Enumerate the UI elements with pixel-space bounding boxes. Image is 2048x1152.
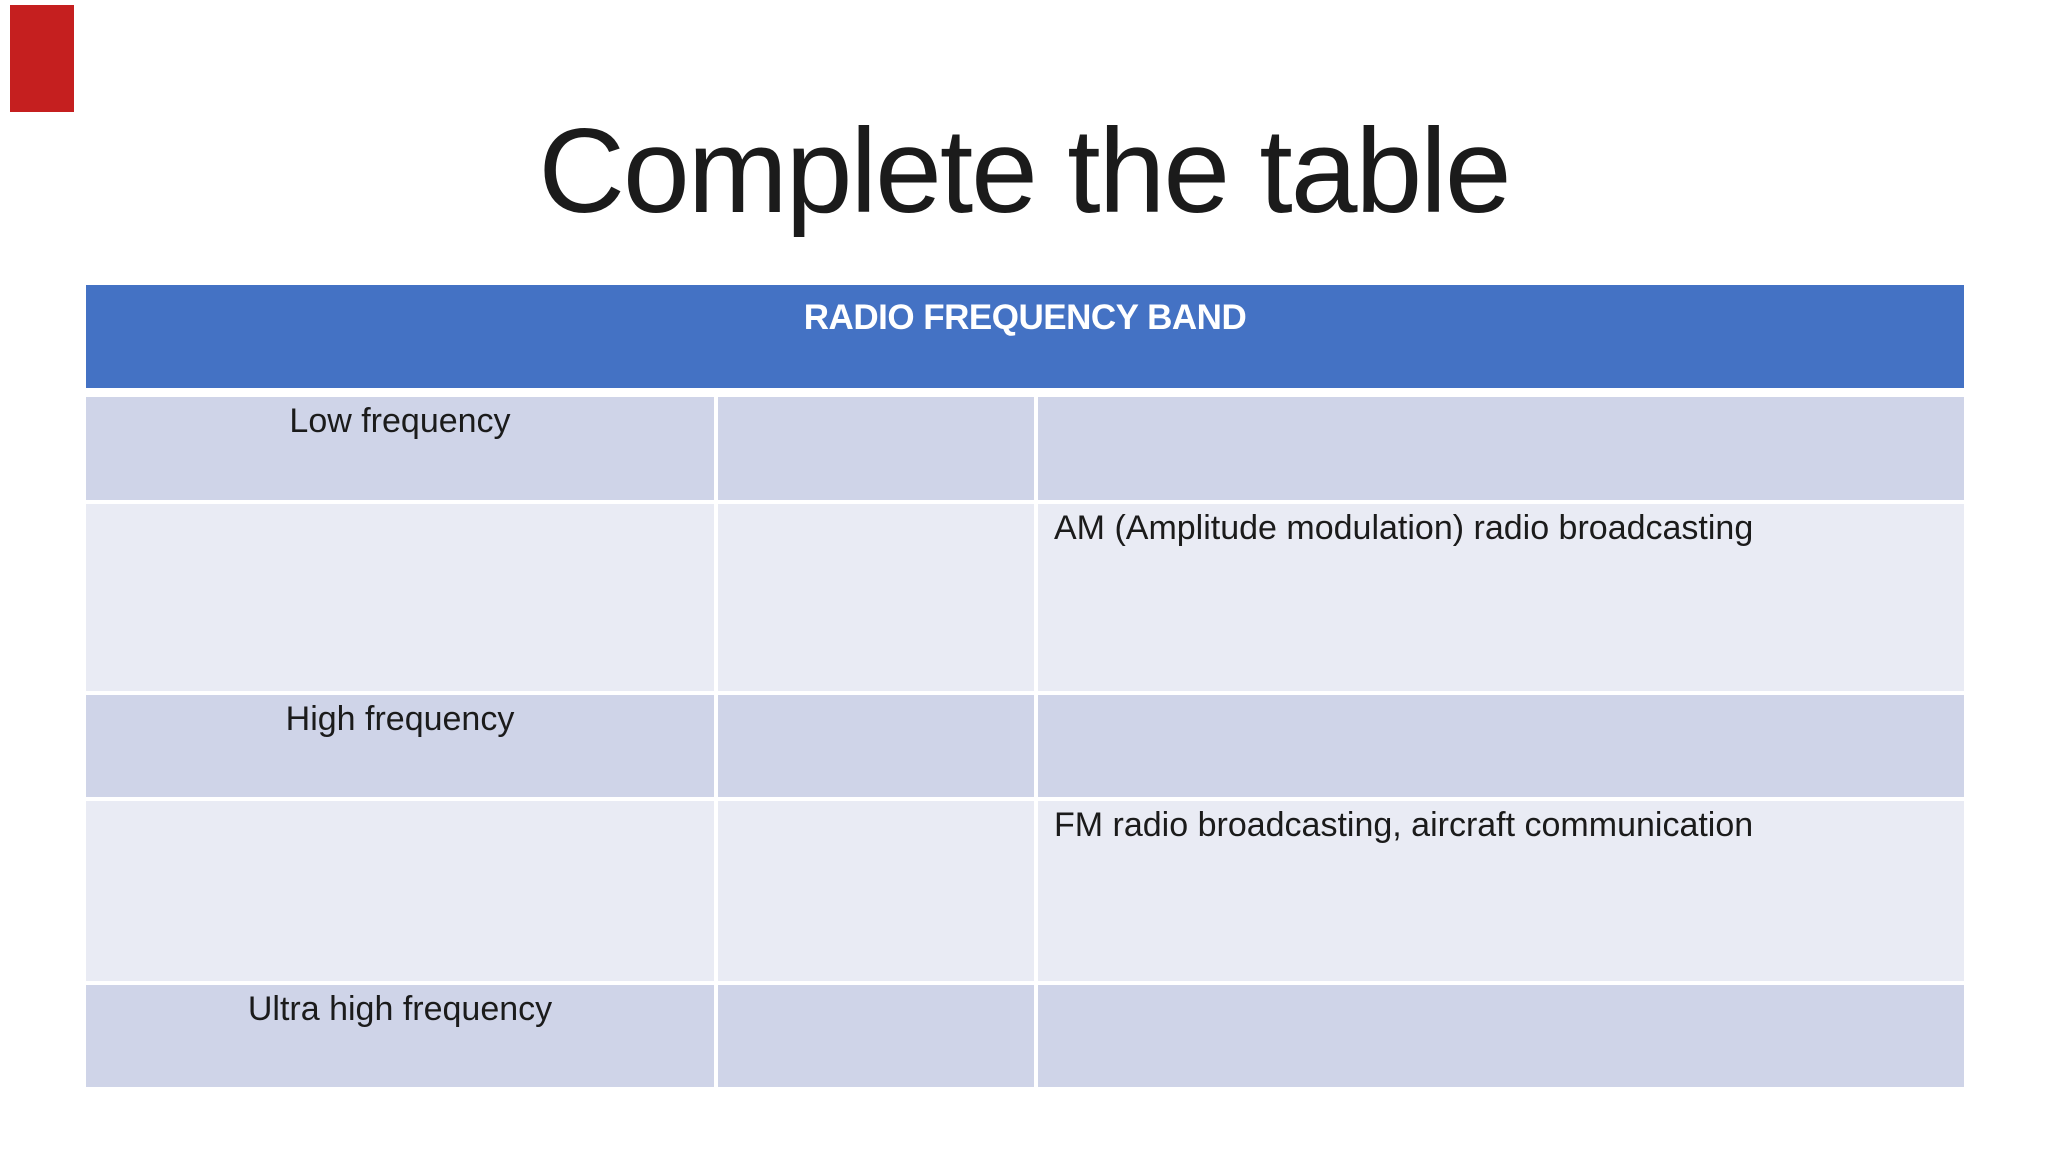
- slide-title: Complete the table: [538, 104, 1511, 238]
- cell-row4-col1-empty: [86, 801, 714, 981]
- cell-row3-col3-empty: [1038, 695, 1964, 797]
- cell-row2-col1-empty: [86, 504, 714, 691]
- table-header-radio-frequency-band: RADIO FREQUENCY BAND: [86, 285, 1964, 388]
- cell-am-radio-broadcasting: AM (Amplitude modulation) radio broadcas…: [1038, 504, 1964, 691]
- table-body: Low frequency AM (Amplitude modulation) …: [86, 397, 1964, 1087]
- cell-row1-col3-empty: [1038, 397, 1964, 500]
- red-accent-shape: [10, 5, 74, 112]
- cell-ultra-high-frequency: Ultra high frequency: [86, 985, 714, 1087]
- cell-row3-col2-empty: [718, 695, 1034, 797]
- cell-low-frequency: Low frequency: [86, 397, 714, 500]
- cell-row2-col2-empty: [718, 504, 1034, 691]
- cell-row5-col3-empty: [1038, 985, 1964, 1087]
- radio-frequency-table: RADIO FREQUENCY BAND Low frequency AM (A…: [86, 285, 1964, 1087]
- cell-row1-col2-empty: [718, 397, 1034, 500]
- cell-fm-radio-broadcasting: FM radio broadcasting, aircraft communic…: [1038, 801, 1964, 981]
- cell-high-frequency: High frequency: [86, 695, 714, 797]
- cell-row4-col2-empty: [718, 801, 1034, 981]
- cell-row5-col2-empty: [718, 985, 1034, 1087]
